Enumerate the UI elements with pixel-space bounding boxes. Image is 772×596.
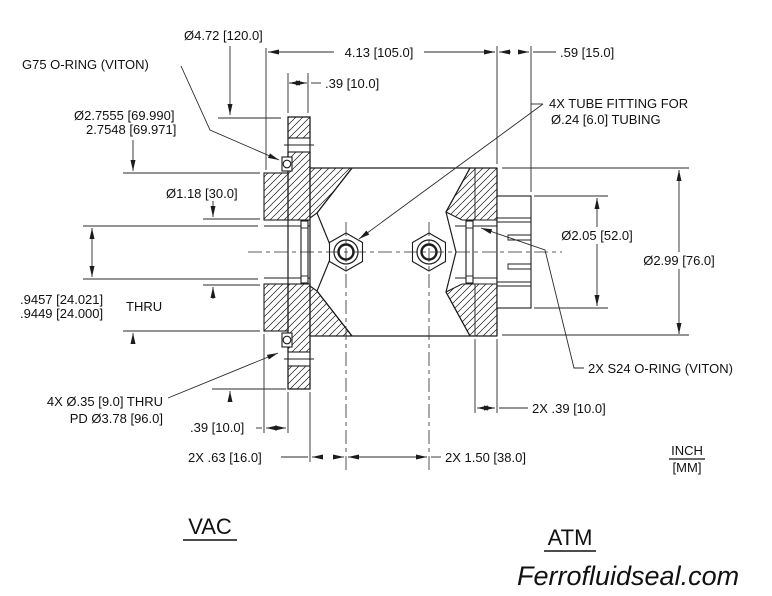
atm-label: ATM — [548, 525, 593, 550]
dim-right-flange-thickness-text: 2X .39 [10.0] — [532, 401, 606, 416]
dim-extension-dia-text: Ø2.05 [52.0] — [561, 228, 633, 243]
dim-extension-length: .59 [15.0] — [499, 45, 614, 60]
oring-g75-top — [281, 156, 293, 172]
callout-tube-fitting: 4X TUBE FITTING FOR Ø.24 [6.0] TUBING — [358, 96, 688, 240]
dim-port-offset-text: 2X .63 [16.0] — [188, 450, 262, 465]
units-mm-label: [MM] — [673, 460, 702, 475]
extension-lines — [83, 46, 689, 462]
dim-register-dia: Ø2.7555 [69.990] 2.7548 [69.971] — [74, 108, 176, 344]
dim-counterbore-dia: Ø1.18 [30.0] — [166, 186, 238, 299]
callout-bolt-circle-text-1: 4X Ø.35 [9.0] THRU — [47, 394, 163, 409]
callout-g75-oring: G75 O-RING (VITON) — [22, 57, 280, 161]
dim-overall-length-text: 4.13 [105.0] — [345, 45, 414, 60]
callout-tube-fitting-text-1: 4X TUBE FITTING FOR — [549, 96, 688, 111]
part-register-boss — [263, 172, 289, 332]
dim-overall-length: 4.13 [105.0] — [268, 45, 495, 60]
dim-counterbore-dia-text: Ø1.18 [30.0] — [166, 186, 238, 201]
callout-s24-oring-text: 2X S24 O-RING (VITON) — [588, 361, 733, 376]
dim-register-dia-text-2: 2.7548 [69.971] — [86, 122, 176, 137]
oring-g75-bottom — [281, 332, 293, 348]
dim-port-spacing-text: 2X 1.50 [38.0] — [445, 450, 526, 465]
dim-register-protrusion-text: .39 [10.0] — [190, 420, 244, 435]
dim-left-flange-thickness-text: .39 [10.0] — [325, 76, 379, 91]
dim-port-offset: 2X .63 [16.0] — [188, 450, 344, 465]
dim-bore-dia-text-2: .9449 [24.000] — [20, 306, 103, 321]
dim-extension-length-text: .59 [15.0] — [560, 45, 614, 60]
callout-s24-oring: 2X S24 O-RING (VITON) — [480, 227, 733, 376]
dim-port-spacing: 2X 1.50 [38.0] — [348, 450, 526, 465]
units-inch-label: INCH — [671, 443, 703, 458]
centerlines — [248, 222, 562, 470]
dim-flange-od: Ø4.72 [120.0] — [184, 28, 263, 402]
dim-left-flange-thickness: .39 [10.0] — [289, 76, 379, 91]
callout-tube-fitting-text-2: Ø.24 [6.0] TUBING — [551, 112, 661, 127]
side-labels: VAC ATM INCH [MM] Ferrofluidseal.com — [183, 443, 739, 591]
dim-right-flange-dia-text: Ø2.99 [76.0] — [643, 253, 715, 268]
dim-register-dia-text-1: Ø2.7555 [69.990] — [74, 108, 174, 123]
dim-bore-dia: .9457 [24.021] .9449 [24.000] THRU — [20, 228, 162, 321]
dim-extension-dia: Ø2.05 [52.0] — [551, 198, 643, 306]
callout-bolt-circle-text-2: PD Ø3.78 [96.0] — [70, 411, 163, 426]
dim-bore-thru-text: THRU — [126, 299, 162, 314]
dim-right-flange-thickness: 2X .39 [10.0] — [477, 401, 606, 416]
dim-right-flange-dia: Ø2.99 [76.0] — [633, 170, 725, 334]
dim-register-protrusion: .39 [10.0] — [190, 420, 286, 435]
dim-bore-dia-text-1: .9457 [24.021] — [20, 292, 103, 307]
brand-watermark: Ferrofluidseal.com — [517, 561, 739, 591]
callout-g75-oring-text: G75 O-RING (VITON) — [22, 57, 149, 72]
callout-bolt-circle: 4X Ø.35 [9.0] THRU PD Ø3.78 [96.0] — [47, 352, 279, 426]
vac-label: VAC — [188, 514, 232, 539]
dim-flange-od-text: Ø4.72 [120.0] — [184, 28, 263, 43]
